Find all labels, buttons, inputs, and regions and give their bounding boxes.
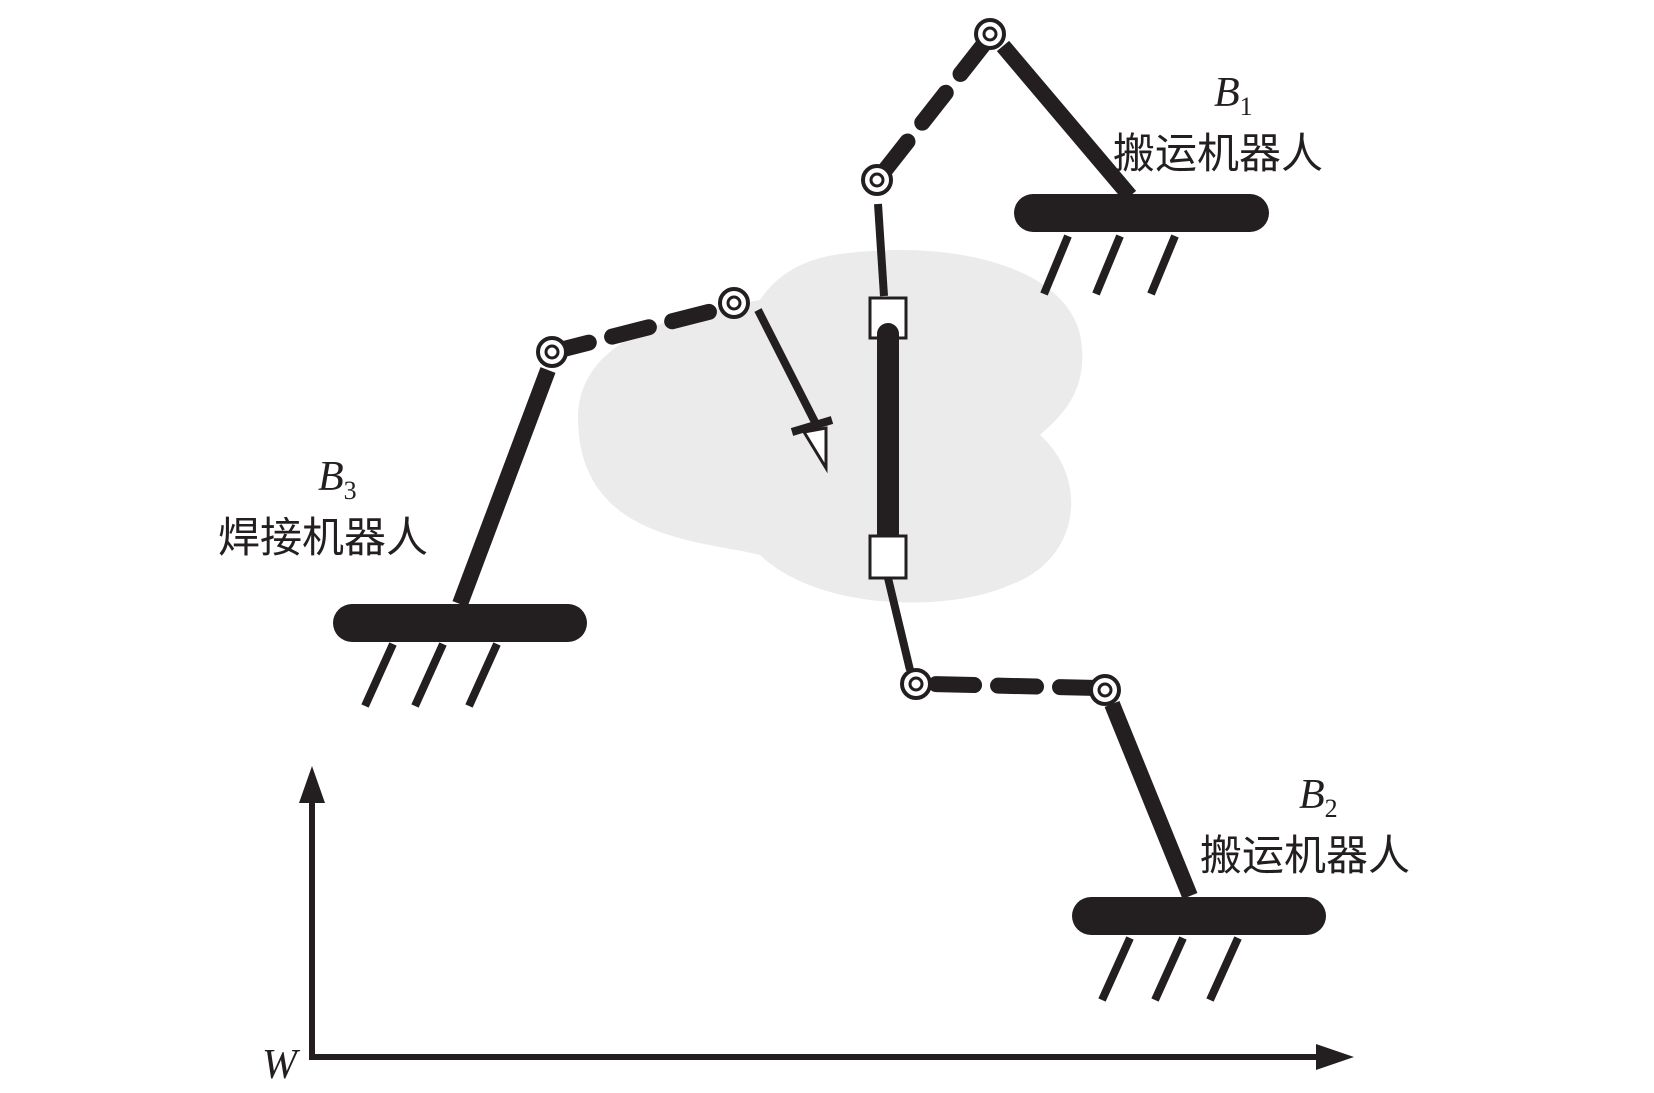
welding-torch-tool [790, 416, 834, 474]
svg-text:B3: B3 [318, 454, 357, 505]
robot-b1-joint-2 [861, 164, 893, 196]
robot-b3-link-2-dashed [544, 299, 736, 360]
robot-b3-joint-1 [536, 336, 568, 368]
robot-b3-welding [333, 287, 834, 708]
shared-workspace-region [577, 250, 1083, 603]
world-frame-label: W [262, 1042, 301, 1088]
robot-b2-handling [884, 577, 1326, 1002]
robot-b3-label: B3 焊接机器人 [218, 454, 428, 562]
robot-b3-joint-2 [718, 287, 750, 319]
robot-b2-link-2-dashed [922, 676, 1106, 696]
robot-b2-label: B2 搬运机器人 [1200, 772, 1410, 880]
robot-b2-link-3 [884, 577, 914, 671]
world-frame: W [262, 766, 1354, 1088]
robot-b1-joint-1 [974, 18, 1006, 50]
workpiece [868, 296, 908, 580]
robot-b2-joint-2 [900, 668, 932, 700]
svg-text:B2: B2 [1299, 772, 1338, 823]
robot-b2-subscript: 2 [1325, 794, 1338, 823]
robot-b2-symbol: B [1299, 772, 1325, 818]
robot-b3-symbol: B [318, 454, 344, 500]
robot-b1-base [1014, 194, 1269, 296]
svg-text:B1: B1 [1214, 70, 1253, 121]
robot-b1-name: 搬运机器人 [1113, 129, 1323, 178]
robot-b3-name: 焊接机器人 [218, 513, 428, 562]
robot-b1-link-3 [874, 203, 888, 297]
robot-b1-subscript: 1 [1240, 92, 1253, 121]
world-frame-vertical-arrowhead [299, 766, 325, 803]
robot-b1-label: B1 搬运机器人 [1113, 70, 1323, 178]
robot-b1-handling [861, 18, 1269, 297]
robot-b3-link-1 [452, 367, 556, 607]
robot-b2-base [1072, 897, 1326, 1002]
robot-b2-joint-1 [1089, 674, 1121, 706]
robot-b1-link-2-dashed [874, 36, 992, 182]
world-frame-horizontal-arrowhead [1316, 1044, 1354, 1070]
robot-b3-subscript: 3 [344, 476, 357, 505]
robot-b3-base [333, 604, 587, 708]
robot-b2-link-1 [1104, 700, 1198, 900]
robot-b2-name: 搬运机器人 [1200, 831, 1410, 880]
robot-b1-link-1 [996, 40, 1137, 202]
robot-b1-symbol: B [1214, 70, 1240, 116]
robot-b3-link-3 [754, 308, 822, 430]
